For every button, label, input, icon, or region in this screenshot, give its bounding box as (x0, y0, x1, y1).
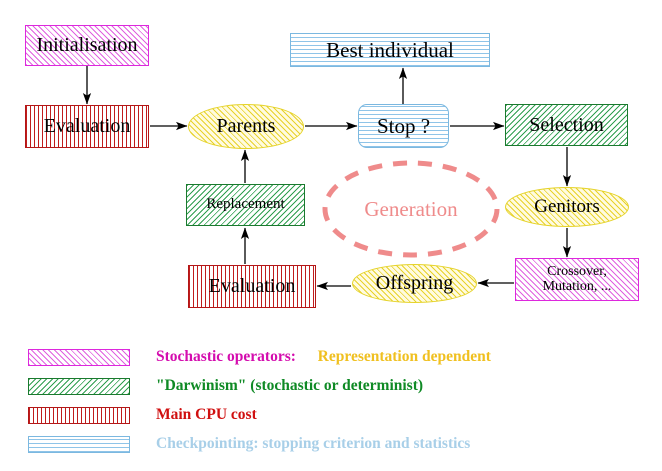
node-genitors-label: Genitors (534, 196, 600, 218)
node-genitors[interactable]: Genitors (505, 187, 629, 227)
legend-swatch-stochastic-operators (28, 348, 130, 366)
node-offspring[interactable]: Offspring (352, 264, 477, 303)
legend-swatch-main-cpu-cost (28, 406, 130, 424)
node-evaluation-top[interactable]: Evaluation (25, 105, 149, 148)
node-parents[interactable]: Parents (188, 104, 304, 149)
node-crossover-mutation-line2: Mutation, ... (542, 278, 612, 294)
legend-label-representation-dependent: Representation dependent (317, 348, 491, 365)
node-replacement[interactable]: Replacement (186, 184, 305, 226)
node-crossover-mutation[interactable]: Crossover, Mutation, ... (515, 258, 639, 301)
node-selection-label: Selection (529, 113, 604, 136)
node-selection[interactable]: Selection (505, 104, 628, 146)
legend-label-stochastic-operators: Stochastic operators: (156, 348, 296, 365)
legend-row-main-cpu-cost: Main CPU cost (28, 402, 257, 428)
legend-label-checkpointing: Checkpointing: stopping criterion and st… (156, 435, 471, 452)
node-generation-label: Generation (364, 196, 458, 221)
legend: Stochastic operators: Representation dep… (0, 336, 662, 471)
node-offspring-label: Offspring (375, 272, 454, 294)
legend-swatch-darwinism (28, 377, 130, 395)
node-generation-label-wrap: Generation (325, 163, 497, 255)
legend-row-checkpointing: Checkpointing: stopping criterion and st… (28, 431, 470, 457)
node-stop[interactable]: Stop ? (358, 104, 449, 148)
legend-row-stochastic-operators: Stochastic operators: Representation dep… (28, 344, 491, 370)
legend-label-darwinism: "Darwinism" (stochastic or determinist) (156, 377, 424, 394)
generation-annotation-ellipse (322, 160, 500, 258)
node-best-individual-label: Best individual (326, 37, 454, 62)
legend-label-main-cpu-cost: Main CPU cost (156, 406, 257, 423)
node-replacement-label: Replacement (206, 196, 285, 213)
node-initialisation-label: Initialisation (36, 34, 138, 56)
node-stop-label: Stop ? (376, 113, 431, 138)
node-evaluation-top-label: Evaluation (43, 115, 131, 137)
legend-swatch-checkpointing (28, 435, 130, 453)
node-parents-label: Parents (216, 115, 276, 137)
node-initialisation[interactable]: Initialisation (25, 25, 149, 66)
legend-row-darwinism: "Darwinism" (stochastic or determinist) (28, 373, 423, 399)
node-best-individual[interactable]: Best individual (290, 33, 490, 67)
node-crossover-mutation-line1: Crossover, (547, 263, 607, 279)
node-evaluation-bottom-label: Evaluation (208, 275, 296, 297)
node-evaluation-bottom[interactable]: Evaluation (188, 265, 316, 308)
